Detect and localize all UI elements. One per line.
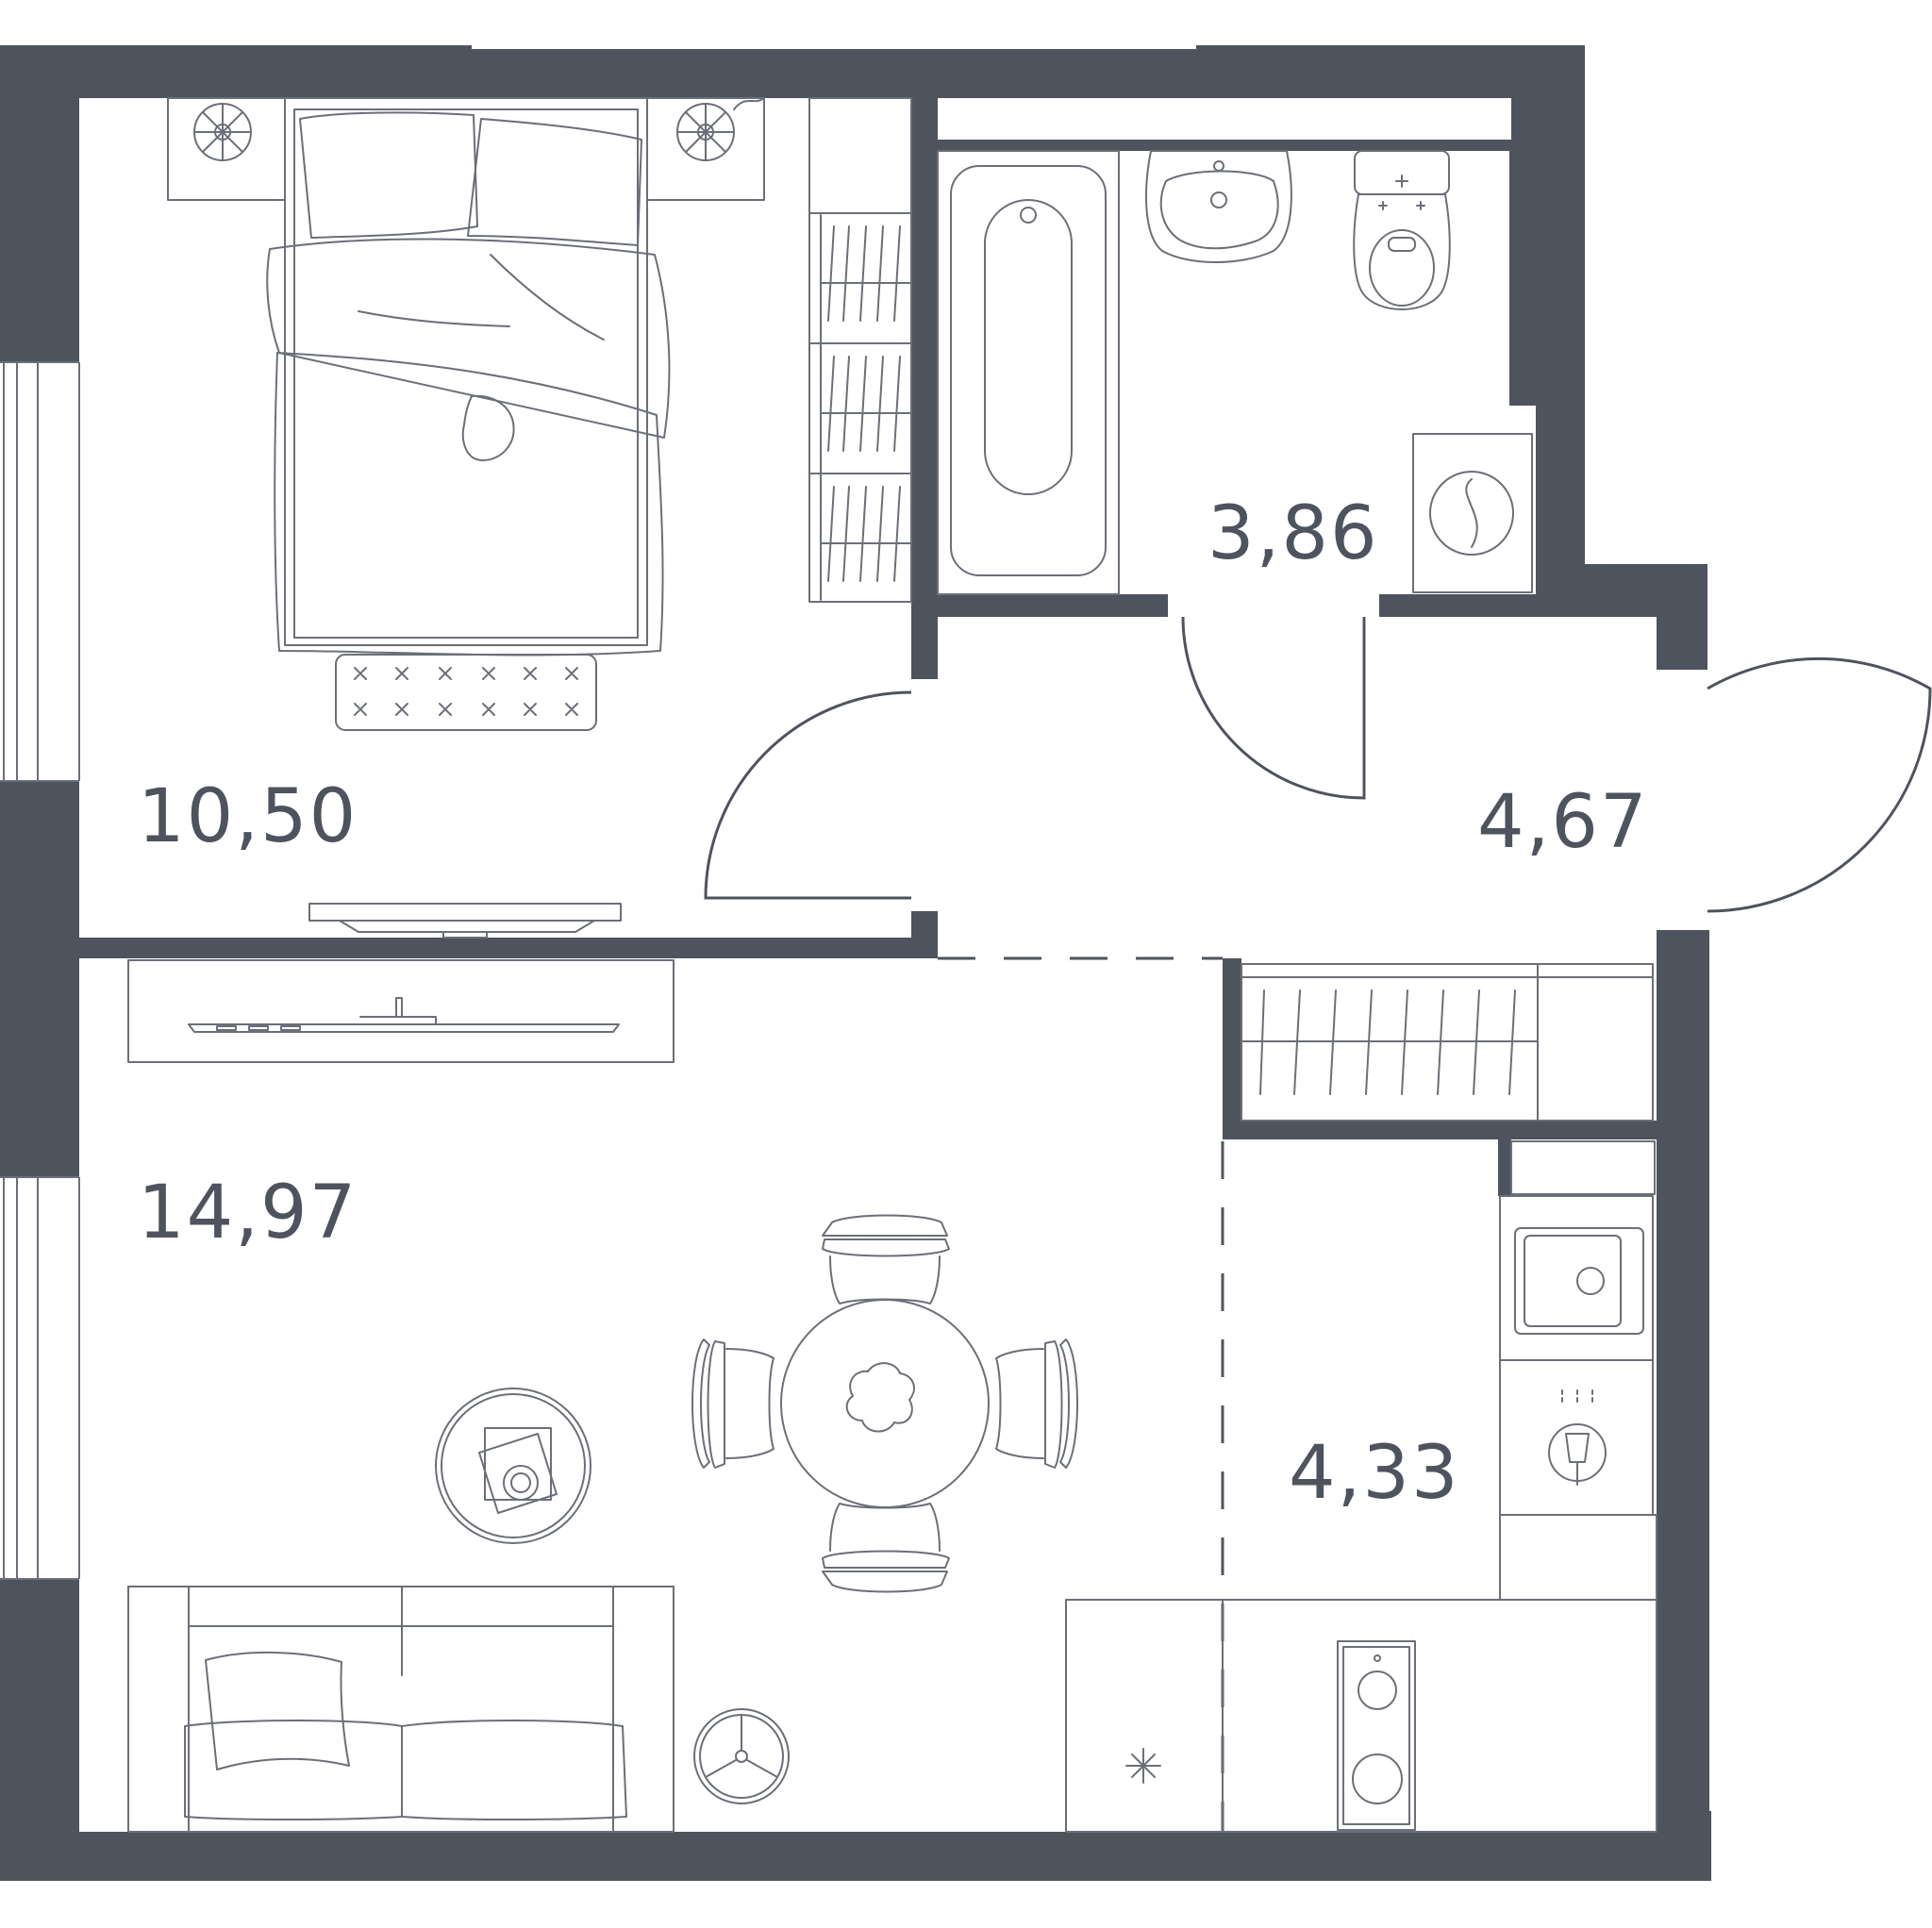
wall-left-bottom: [0, 1579, 79, 1881]
chair-icon: [822, 1503, 950, 1593]
wall-top-middle: [472, 49, 1196, 98]
window-bedroom: [0, 361, 80, 782]
area-label-hallway: 4,67: [1477, 780, 1649, 865]
stove-icon: [1337, 1640, 1416, 1831]
fridge-icon: [1125, 1748, 1161, 1784]
area-label-bedroom: 10,50: [138, 774, 358, 859]
wall-left-middle: [0, 781, 79, 1177]
wall-niche-left: [1223, 958, 1241, 1139]
opening-dashed: [938, 956, 1224, 1832]
door-swing-icon: [1181, 616, 1366, 800]
wardrobe-icon: [1241, 963, 1654, 1122]
walls: [0, 45, 1711, 1881]
area-labels: 10,50 3,86 4,67 14,97 4,33: [138, 491, 1649, 1516]
wall-kitchen-column: [1498, 1139, 1511, 1196]
wardrobe-icon: [808, 97, 912, 603]
water-tap-icon: [1499, 1359, 1654, 1516]
toilet-icon: [1353, 150, 1451, 310]
wall-top-right: [1196, 45, 1585, 98]
wall-bath-bottom-right: [1379, 594, 1662, 617]
tv-icon: [127, 959, 675, 1063]
wall-bedroom-living: [79, 938, 938, 958]
windows: [0, 361, 80, 1580]
kitchen-sink-icon: [1499, 1195, 1654, 1361]
doors: [704, 616, 1932, 1832]
tv-icon: [308, 903, 622, 939]
wall-left-top: [0, 45, 79, 362]
wall-bath-bottom-left: [938, 594, 1168, 617]
nightstand-lamp-icon: [167, 97, 286, 201]
kitchen-counter: [1065, 1514, 1657, 1833]
wall-bath-right-inner: [1509, 140, 1536, 406]
nightstand-lamp-icon: [646, 97, 765, 201]
coffee-table-icon: [435, 1388, 591, 1544]
fridge-icon: [1510, 1140, 1656, 1195]
wall-right-bath: [1536, 98, 1585, 566]
wall-right-lower: [1657, 930, 1709, 1832]
wall-bottom: [0, 1832, 1711, 1881]
floor-lamp-icon: [693, 1708, 790, 1804]
wall-bath-top-inner: [938, 140, 1536, 151]
wall-right-step-post: [1657, 564, 1707, 670]
chair-icon: [995, 1338, 1078, 1469]
window-living: [0, 1176, 80, 1580]
washing-machine-icon: [1412, 433, 1533, 593]
door-swing-icon: [704, 690, 912, 900]
door-swing-icon: [1707, 657, 1932, 913]
area-label-living-room: 14,97: [138, 1171, 358, 1255]
wall-niche-bottom: [1223, 1121, 1657, 1139]
wall-bedroom-bath: [911, 98, 938, 679]
bed-icon: [266, 97, 671, 657]
bathtub-icon: [937, 150, 1120, 595]
sofa-icon: [127, 1586, 675, 1833]
chair-icon: [691, 1338, 774, 1469]
sink-icon: [1145, 150, 1292, 263]
area-label-bathroom: 3,86: [1208, 491, 1379, 576]
furniture: [127, 97, 1657, 1833]
chair-icon: [822, 1214, 950, 1305]
dining-table-icon: [780, 1299, 990, 1508]
rug-icon: [335, 654, 597, 731]
area-label-kitchen: 4,33: [1289, 1431, 1460, 1516]
